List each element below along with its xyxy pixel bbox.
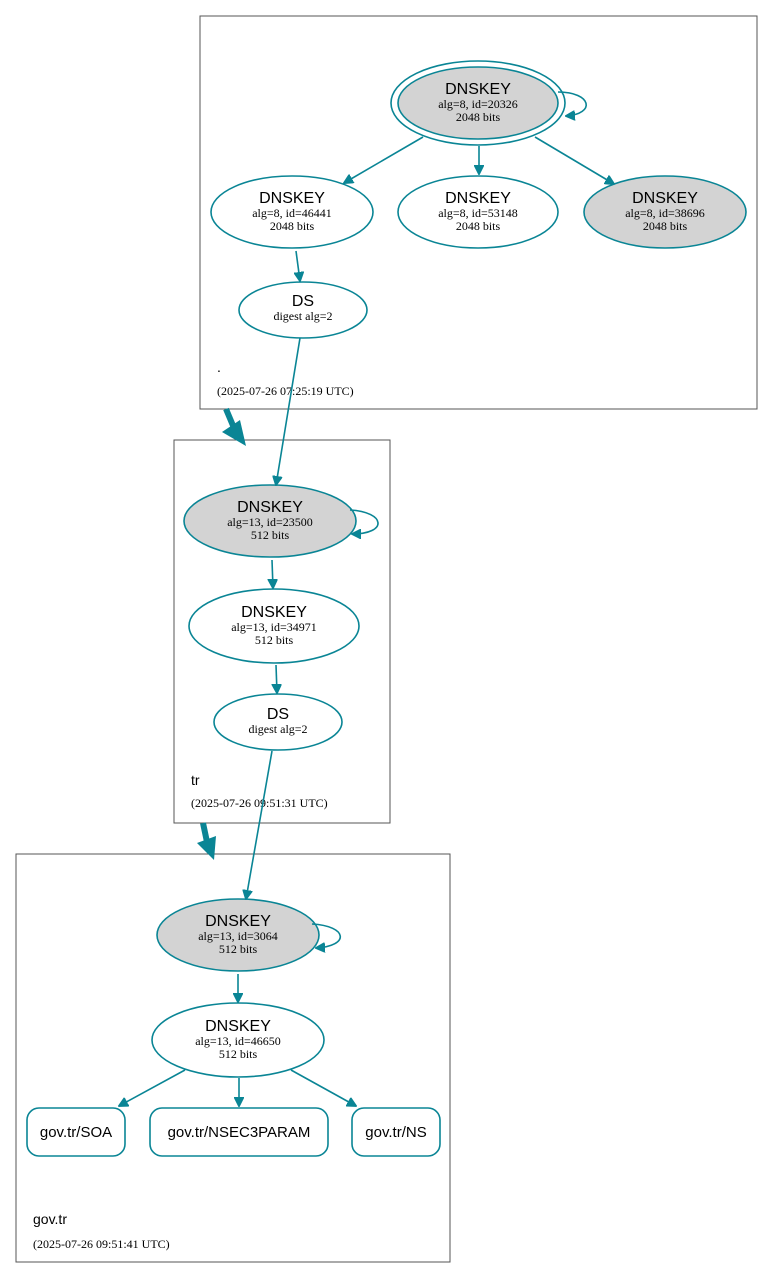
node-title: DNSKEY: [205, 913, 271, 930]
edge-root-ds-to-tr-ksk: [276, 337, 301, 485]
rrset-label: gov.tr/NS: [365, 1124, 426, 1141]
edge-root-46441-to-ds: [296, 250, 300, 281]
zone-tr: tr (2025-07-26 09:51:31 UTC) DNSKEY alg=…: [173, 439, 391, 824]
dnskey-node-root-46441[interactable]: DNSKEY alg=8, id=46441 2048 bits: [210, 175, 374, 249]
node-alg-id: alg=13, id=3064: [198, 929, 278, 943]
node-title: DNSKEY: [259, 190, 325, 207]
node-bits: 2048 bits: [456, 110, 501, 124]
node-bits: 2048 bits: [456, 219, 501, 233]
zone-gov-tr-name: gov.tr: [33, 1211, 67, 1227]
zone-tr-name: tr: [191, 772, 200, 788]
edge-self-loop-gov-ksk: [311, 923, 342, 948]
zone-root-timestamp: (2025-07-26 07:25:19 UTC): [217, 384, 354, 398]
node-bits: 2048 bits: [643, 219, 688, 233]
dnskey-node-tr-23500[interactable]: DNSKEY alg=13, id=23500 512 bits: [183, 484, 357, 558]
ds-node-tr[interactable]: DS digest alg=2: [213, 693, 343, 751]
node-title: DNSKEY: [632, 190, 698, 207]
node-digest: digest alg=2: [248, 722, 307, 736]
node-alg-id: alg=8, id=53148: [438, 206, 518, 220]
node-digest: digest alg=2: [273, 309, 332, 323]
node-title: DS: [267, 706, 289, 723]
node-alg-id: alg=13, id=46650: [195, 1034, 281, 1048]
node-title: DNSKEY: [445, 81, 511, 98]
node-alg-id: alg=8, id=20326: [438, 97, 518, 111]
edge-tr-ds-to-gov-ksk: [246, 750, 273, 899]
node-bits: 512 bits: [251, 528, 290, 542]
edge-root-ksk-to-38696: [534, 136, 614, 184]
dnskey-node-tr-34971[interactable]: DNSKEY alg=13, id=34971 512 bits: [188, 588, 360, 664]
rrset-node-ns[interactable]: gov.tr/NS: [351, 1107, 441, 1157]
rrset-label: gov.tr/SOA: [40, 1124, 112, 1141]
dnskey-node-root-38696[interactable]: DNSKEY alg=8, id=38696 2048 bits: [583, 175, 747, 249]
dnskey-node-gov-46650[interactable]: DNSKEY alg=13, id=46650 512 bits: [151, 1002, 325, 1078]
node-title: DNSKEY: [241, 604, 307, 621]
node-bits: 512 bits: [255, 633, 294, 647]
node-alg-id: alg=13, id=34971: [231, 620, 317, 634]
node-alg-id: alg=8, id=38696: [625, 206, 705, 220]
node-alg-id: alg=13, id=23500: [227, 515, 313, 529]
rrset-label: gov.tr/NSEC3PARAM: [168, 1124, 311, 1141]
edge-tr-ksk-to-zsk: [272, 559, 273, 588]
node-bits: 512 bits: [219, 1047, 258, 1061]
zone-root: . (2025-07-26 07:25:19 UTC) DNSKEY alg=8…: [199, 15, 758, 410]
trust-anchor-ring: [390, 60, 566, 146]
rrset-node-soa[interactable]: gov.tr/SOA: [26, 1107, 126, 1157]
edge-gov-zsk-to-ns: [290, 1069, 356, 1106]
delegation-arrows: [197, 407, 246, 860]
zone-root-name: .: [217, 359, 221, 375]
node-bits: 2048 bits: [270, 219, 315, 233]
dnskey-node-root-ksk[interactable]: DNSKEY alg=8, id=20326 2048 bits: [390, 60, 566, 146]
edge-root-ksk-to-46441: [344, 136, 424, 183]
node-alg-id: alg=8, id=46441: [252, 206, 332, 220]
node-bits: 512 bits: [219, 942, 258, 956]
zone-gov-tr: gov.tr (2025-07-26 09:51:41 UTC) DNSKEY …: [15, 853, 451, 1263]
dnskey-node-root-53148[interactable]: DNSKEY alg=8, id=53148 2048 bits: [397, 175, 559, 249]
edges: [119, 91, 614, 1106]
node-title: DS: [292, 293, 314, 310]
rrset-node-nsec3param[interactable]: gov.tr/NSEC3PARAM: [149, 1107, 329, 1157]
edge-self-loop-tr-ksk: [349, 509, 379, 534]
ds-node-root[interactable]: DS digest alg=2: [238, 281, 368, 339]
dnskey-node-gov-3064[interactable]: DNSKEY alg=13, id=3064 512 bits: [156, 898, 320, 972]
edge-tr-zsk-to-ds: [276, 664, 277, 693]
node-title: DNSKEY: [205, 1018, 271, 1035]
delegation-arrow-tr-to-gov: [197, 822, 216, 860]
edge-gov-zsk-to-soa: [119, 1069, 186, 1106]
node-title: DNSKEY: [237, 499, 303, 516]
zone-tr-timestamp: (2025-07-26 09:51:31 UTC): [191, 796, 328, 810]
edge-self-loop-root-ksk: [557, 91, 587, 116]
node-title: DNSKEY: [445, 190, 511, 207]
delegation-arrow-root-to-tr: [222, 407, 246, 446]
zone-gov-tr-timestamp: (2025-07-26 09:51:41 UTC): [33, 1237, 170, 1251]
